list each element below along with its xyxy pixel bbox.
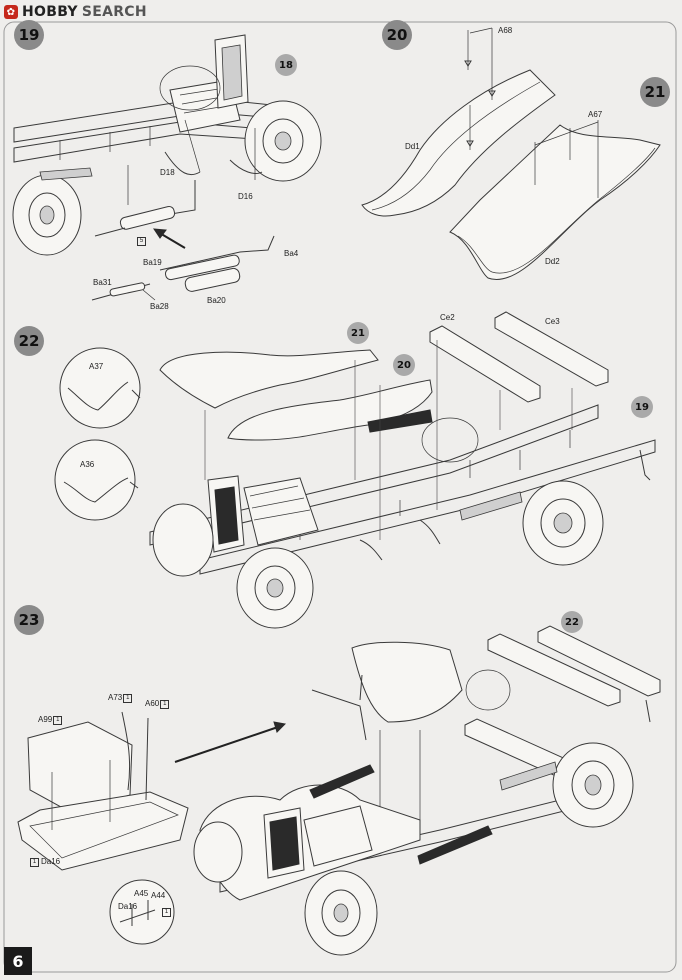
label-ba4: Ba4 [284,249,299,258]
step-20-number: 20 [382,20,412,50]
label-ce2: Ce2 [440,313,455,322]
label-a36: A36 [80,460,95,469]
label-ba31: Ba31 [93,278,112,287]
label-sub-step-5: 5 [137,236,148,246]
hobbysearch-logo: ✿ HOBBY SEARCH [4,4,147,20]
step20-fender-drawing [361,27,556,217]
step23-body-drawing [17,625,661,956]
label-a44: A44 [151,891,166,900]
step-22-number: 22 [14,326,44,356]
label-d16: D16 [238,192,253,201]
label-ba19: Ba19 [143,258,162,267]
label-ba20: Ba20 [207,296,226,305]
label-ce3: Ce3 [545,317,560,326]
label-ba28: Ba28 [150,302,169,311]
step19-chassis-drawing [12,34,322,301]
part-box-da16: 1 [30,858,39,867]
label-a37: A37 [89,362,104,371]
label-da16-detail: Da16 [118,902,138,911]
label-detail-box: 1 [162,907,173,917]
part-box-a99: 1 [53,716,63,725]
ref-step-21: 21 [347,322,369,344]
step-23-number: 23 [14,605,44,635]
label-a68: A68 [498,26,513,35]
step-21-number: 21 [640,77,670,107]
step-19-number: 19 [14,20,44,50]
step22-chassis-drawing [54,311,656,629]
label-d18: D18 [160,168,175,177]
ref-step-18: 18 [275,54,297,76]
logo-mark-icon: ✿ [4,5,18,19]
logo-word-1: HOBBY [22,4,78,20]
part-box-a60: 1 [160,700,170,709]
step21-fender-drawing [449,120,661,281]
part-box-detail: 1 [162,908,171,917]
ref-step-20: 20 [393,354,415,376]
label-dd2: Dd2 [545,257,560,266]
ref-step-19: 19 [631,396,653,418]
label-a67: A67 [588,110,603,119]
page-number: 6 [4,947,32,975]
ref-step-22: 22 [561,611,583,633]
logo-word-2: SEARCH [81,4,147,20]
sub-step-box: 5 [137,237,146,246]
label-a45: A45 [134,889,149,898]
part-box-a73: 1 [123,694,133,703]
label-dd1: Dd1 [405,142,420,151]
